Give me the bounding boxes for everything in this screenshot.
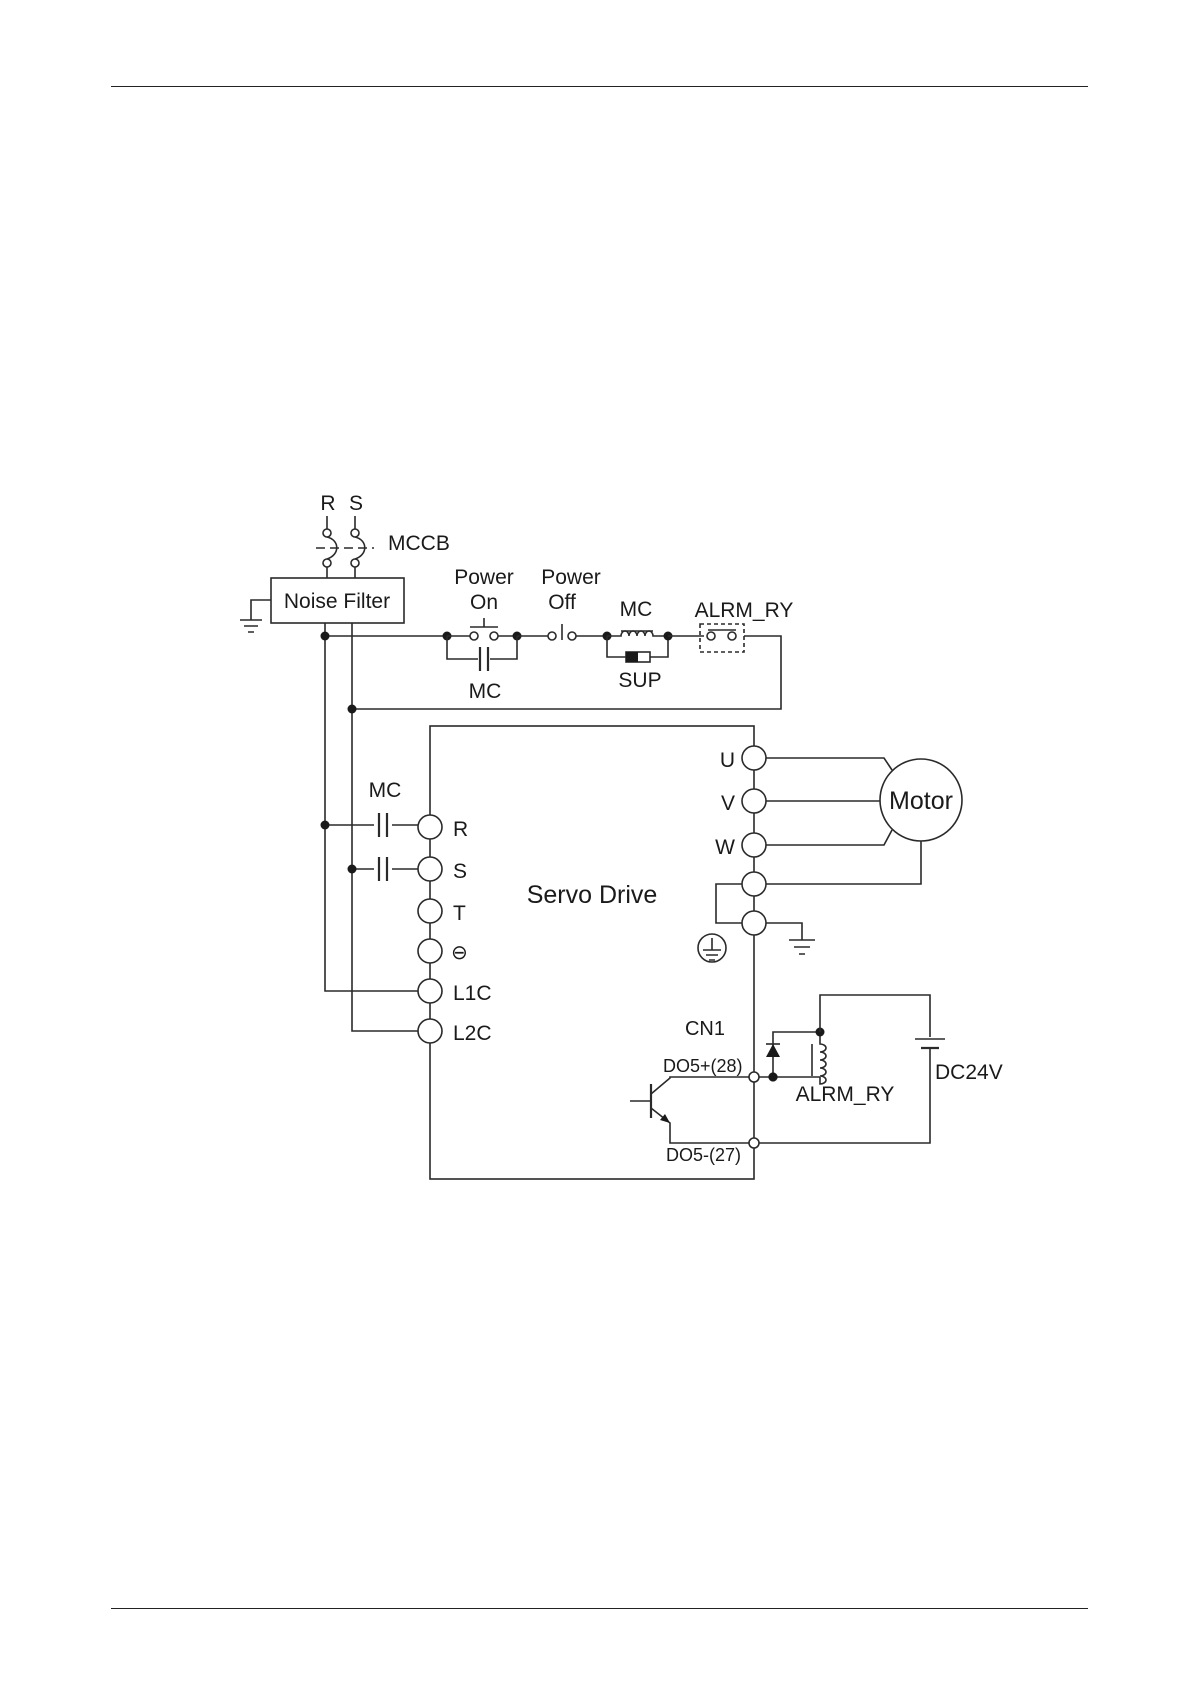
input-terminal-l2c: [418, 1019, 442, 1043]
input-terminal-t: [418, 899, 442, 923]
terminal-negative-label: ⊖: [451, 942, 468, 964]
relay-label: ALRM_RY: [796, 1083, 895, 1106]
terminal-l1c-label: L1C: [453, 982, 492, 1005]
motor-label: Motor: [889, 787, 953, 815]
chassis-earth-icon: [698, 934, 726, 962]
alarm-contact-label: ALRM_RY: [695, 599, 794, 622]
do5-minus-label: DO5-(27): [666, 1145, 741, 1165]
alarm-contact-icon: [700, 624, 744, 652]
servo-drive-title: Servo Drive: [527, 881, 658, 909]
sup-label: SUP: [618, 669, 661, 692]
do5-minus-pin: [749, 1138, 759, 1148]
input-terminal-r: [418, 815, 442, 839]
surge-suppressor-icon: [607, 636, 668, 662]
terminal-t-label: T: [453, 902, 466, 925]
terminal-u-label: U: [720, 749, 735, 772]
terminal-v-label: V: [721, 792, 735, 815]
output-terminal-motor-ground: [742, 872, 766, 896]
power-off-label-line1: Power: [541, 566, 601, 589]
noise-filter-label: Noise Filter: [284, 590, 390, 613]
output-transistor-icon: [630, 1077, 754, 1143]
mc-hold-contact-icon: [447, 636, 517, 671]
output-terminal-v: [742, 789, 766, 813]
input-terminal-s: [418, 857, 442, 881]
input-terminal-l1c: [418, 979, 442, 1003]
drive-ground-icon: [766, 923, 815, 954]
dc24v-label: DC24V: [935, 1061, 1003, 1084]
do5-plus-label: DO5+(28): [663, 1056, 743, 1076]
mccb-label: MCCB: [388, 532, 450, 555]
phase-r-label: R: [320, 492, 335, 515]
power-on-label-line2: On: [470, 591, 498, 614]
mc-hold-contact-label: MC: [469, 680, 502, 703]
terminal-s-label: S: [453, 860, 467, 883]
terminal-l2c-label: L2C: [453, 1022, 492, 1045]
power-off-button-icon: [517, 624, 607, 640]
mc-coil-icon: [607, 631, 668, 636]
power-on-button-icon: [447, 618, 517, 640]
terminal-w-label: W: [715, 836, 735, 859]
cn1-label: CN1: [685, 1018, 725, 1040]
input-terminal-negative: [418, 939, 442, 963]
phase-s-label: S: [349, 492, 363, 515]
output-terminal-w: [742, 833, 766, 857]
dc24v-battery-icon: [915, 1039, 945, 1048]
servo-drive-box: [430, 726, 754, 1179]
filter-ground-icon: [240, 600, 271, 632]
do5-plus-pin: [749, 1072, 759, 1082]
mc-coil-label: MC: [620, 598, 653, 621]
power-on-label-line1: Power: [454, 566, 514, 589]
terminal-r-label: R: [453, 818, 468, 841]
main-contactor-label: MC: [369, 779, 402, 802]
output-terminal-u: [742, 746, 766, 770]
mccb-breaker-icon: [316, 516, 374, 578]
power-off-label-line2: Off: [548, 591, 576, 614]
output-terminal-earth: [742, 911, 766, 935]
